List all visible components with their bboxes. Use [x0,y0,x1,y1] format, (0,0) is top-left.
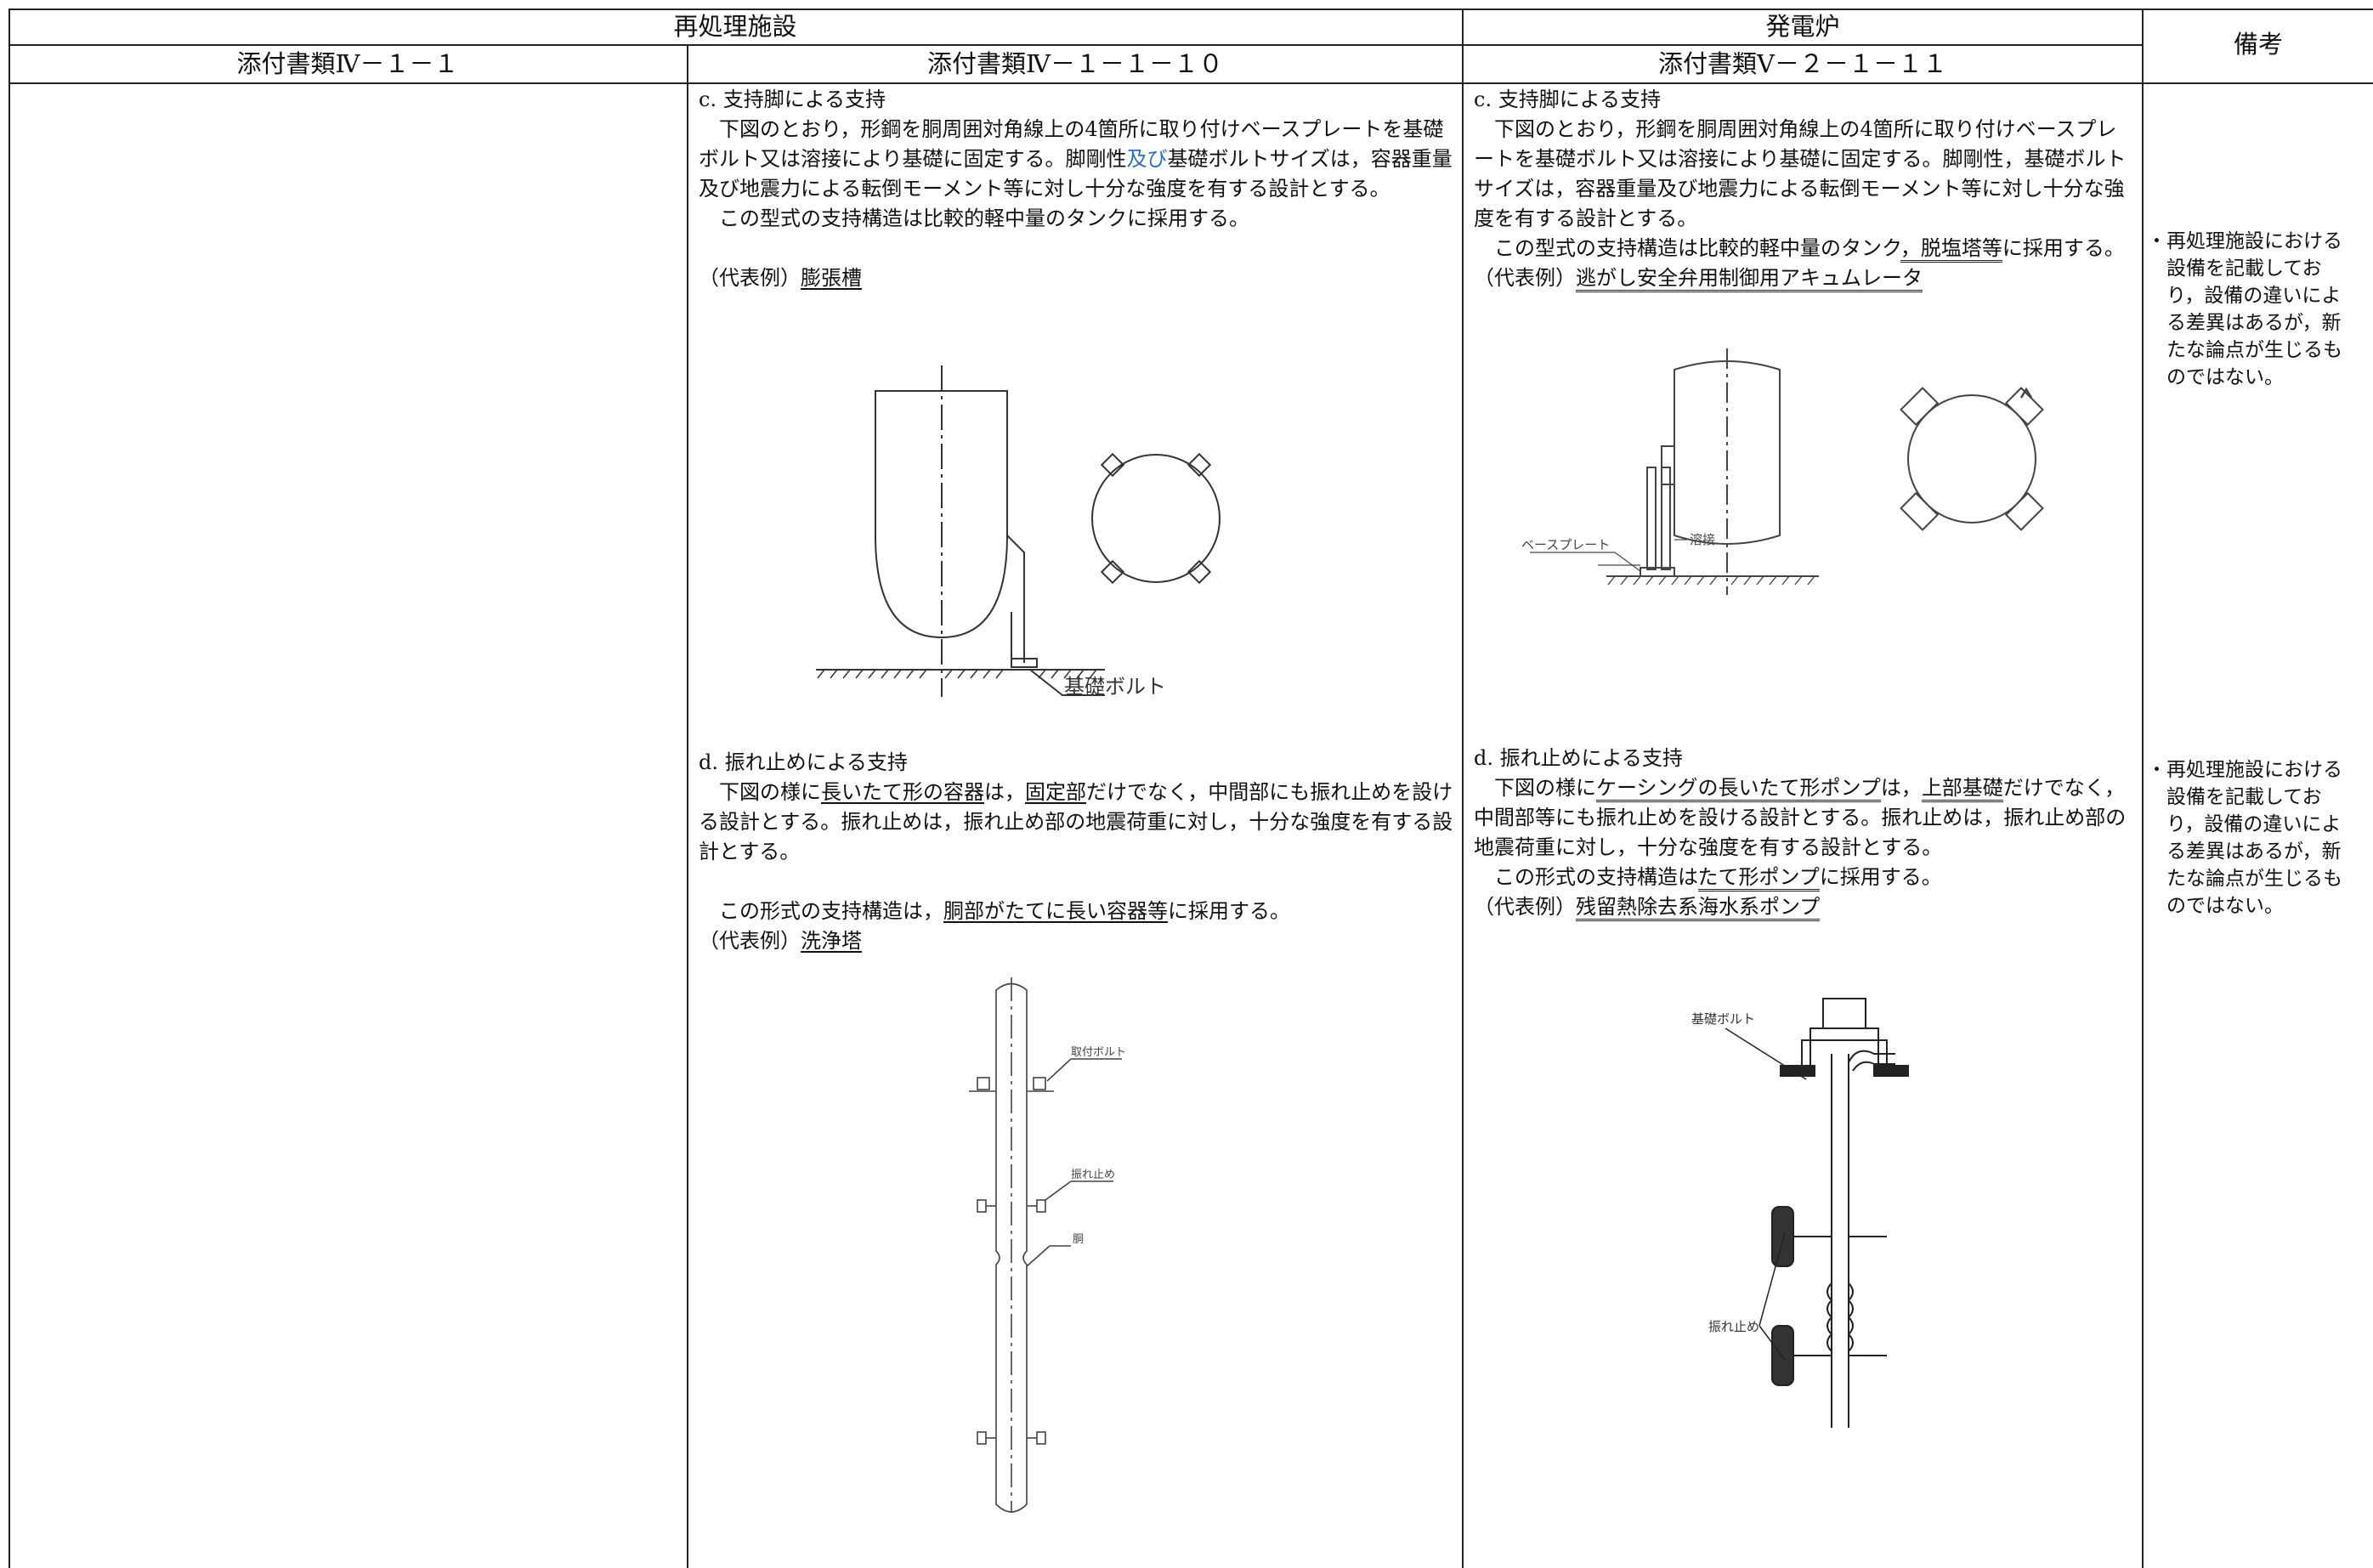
header-col1: 添付書類Ⅳ－１－１ [236,49,459,78]
col2-d-title: d. 振れ止めによる支持 [699,750,908,774]
col3-d-section: d. 振れ止めによる支持 下図の様にケーシングの長いたて形ポンプは，上部基礎だけ… [1474,744,2137,922]
header-divider-2 [8,82,2373,84]
col3-d-figure: 基礎ボルト 振れ止め [1691,998,1909,1428]
remark-note-1: ・再処理施設における 設備を記載してお り，設備の違いによ る差異はあるが，新 … [2147,230,2342,388]
remark-note-2: ・再処理施設における 設備を記載してお り，設備の違いによ る差異はあるが，新 … [2147,759,2342,917]
col2-d-section: d. 振れ止めによる支持 下図の様に長いたて形の容器は，固定部だけでなく，中間部… [699,748,1455,956]
col2-d-fig-label-bolt: 取付ボルト [1071,1046,1126,1059]
header-col3: 添付書類Ⅴ－２－１－１１ [1658,49,1947,78]
col3-d-example: （代表例）残留熱除去系海水系ポンプ [1474,895,1821,921]
col-line-3 [2142,8,2144,1568]
col2-c-usage: この型式の支持構造は比較的軽中量のタンクに採用する。 [699,207,1249,230]
col2-c-example: （代表例）膨張槽 [699,266,862,290]
header-remarks: 備考 [2233,30,2283,59]
col2-c-title: c. 支持脚による支持 [699,88,886,111]
col3-c-usage: この型式の支持構造は比較的軽中量のタンク，脱塩塔等に採用する。 [1474,236,2125,263]
col3-d-usage: この形式の支持構造はたて形ポンプに採用する。 [1474,865,1942,892]
border-top [8,8,2373,10]
col2-d-usage: この形式の支持構造は，胴部がたてに長い容器等に採用する。 [699,899,1290,923]
col3-d-fig-label-bolt: 基礎ボルト [1691,1011,1755,1027]
col3-d-text: 下図の様にケーシングの長いたて形ポンプは，上部基礎だけでなく，中間部等にも振れ止… [1474,776,2127,859]
col3-c-figure: ベースプレート 溶接 [1521,348,2044,595]
header-power-reactor: 発電炉 [1765,12,1840,41]
col3-c-text: 下図のとおり，形鋼を胴周囲対角線上の4箇所に取り付けベースプレートを基礎ボルト又… [1474,117,2127,230]
col2-c-figure: 基礎ボルト [816,365,1220,699]
col3-c-fig-label-baseplate: ベースプレート [1521,537,1610,552]
col2-d-text: 下図の様に長いたて形の容器は，固定部だけでなく，中間部にも振れ止めを設ける設計と… [699,780,1453,863]
header-reprocessing: 再処理施設 [673,12,797,41]
col-line-1 [687,44,688,1568]
col-line-2 [1462,8,1464,1568]
header-col2: 添付書類Ⅳ－１－１－１０ [927,49,1223,78]
col2-c-text: 下図のとおり，形鋼を胴周囲対角線上の4箇所に取り付けベースプレートを基礎ボルト又… [699,117,1453,201]
col3-d-fig-label-steady: 振れ止め [1708,1319,1759,1334]
col3-d-title: d. 振れ止めによる支持 [1474,746,1683,770]
header-divider-1 [8,44,2142,46]
col3-c-fig-label-weld: 溶接 [1690,532,1715,547]
col3-c-section: c. 支持脚による支持 下図のとおり，形鋼を胴周囲対角線上の4箇所に取り付けベー… [1474,85,2137,293]
col2-d-fig-label-shell: 胴 [1073,1233,1084,1246]
col3-c-example: （代表例）逃がし安全弁用制御用アキュムレータ [1474,266,1923,292]
col2-c-section: c. 支持脚による支持 下図のとおり，形鋼を胴周囲対角線上の4箇所に取り付けベー… [699,85,1455,293]
col2-d-example: （代表例）洗浄塔 [699,929,862,953]
border-left [8,8,10,1568]
col2-d-figure: 取付ボルト 振れ止め 胴 [969,977,1126,1513]
col2-c-fig-label: 基礎ボルト [1064,675,1166,699]
col2-d-fig-label-steady: 振れ止め [1071,1169,1115,1181]
col3-c-title: c. 支持脚による支持 [1474,88,1661,111]
